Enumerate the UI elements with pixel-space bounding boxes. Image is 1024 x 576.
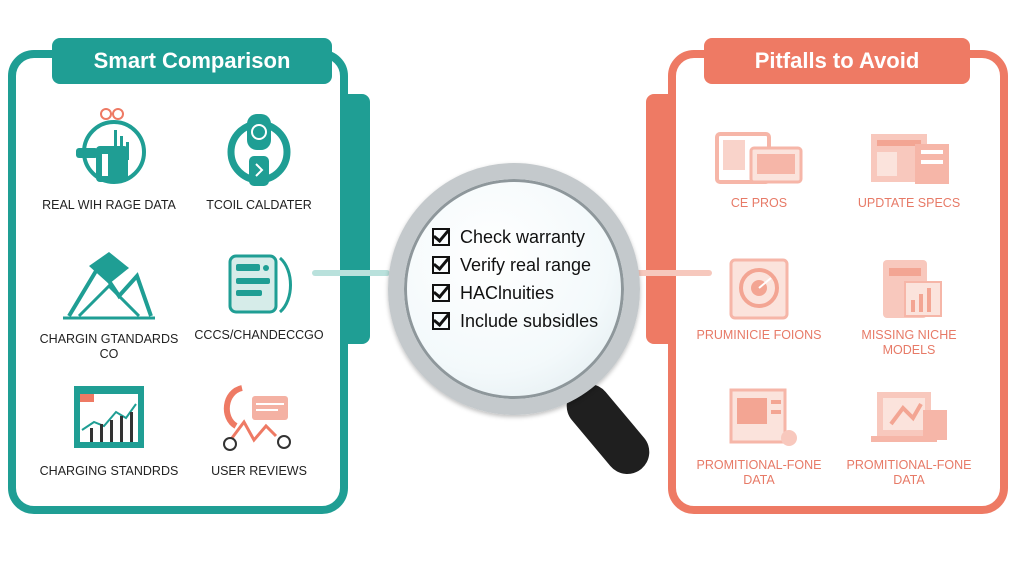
connector-dashboard-icon — [228, 254, 292, 314]
left-panel-side-tab — [348, 94, 370, 344]
magnifying-glass: Check warranty Verify real range HAClnui… — [388, 163, 650, 474]
checklist: Check warranty Verify real range HAClnui… — [432, 223, 642, 335]
trend-chart-icon — [74, 386, 144, 448]
monitor-icon — [715, 132, 803, 184]
item-label: REAL WIH RAGE DATA — [42, 198, 176, 212]
promo-document-icon — [729, 388, 797, 446]
item-label: PROMITIONAL-FONE DATA — [696, 458, 822, 487]
checkbox-checked-icon — [432, 228, 450, 246]
right-item-promotional-data-2: PROMITIONAL-FONE DATA — [834, 388, 984, 488]
left-item-real-range-data: REAL WIH RAGE DATA — [34, 106, 184, 213]
item-label: MISSING NICHE MODELS — [861, 328, 957, 357]
item-label: USER REVIEWS — [211, 464, 307, 478]
charging-data-icon — [76, 108, 146, 184]
checkbox-checked-icon — [432, 256, 450, 274]
item-label: PROMITIONAL-FONE DATA — [846, 458, 972, 487]
user-reviews-icon — [223, 385, 291, 451]
checklist-item: Include subsidles — [432, 307, 642, 335]
left-item-user-reviews: USER REVIEWS — [184, 378, 334, 479]
item-label: CHARGING STANDRDS — [39, 464, 179, 478]
smart-comparison-panel: Smart Comparison REAL WIH RAGE DATA TCOI… — [8, 38, 370, 514]
charging-network-icon — [63, 252, 155, 320]
checklist-text: Check warranty — [460, 226, 586, 247]
left-item-charging-standards-co: CHARGIN GTANDARDS CO — [34, 246, 184, 362]
right-item-ce-pros: CE PROS — [684, 130, 834, 211]
item-label: TCOIL CALDATER — [206, 198, 312, 212]
right-panel-side-tab — [646, 94, 668, 344]
checkbox-checked-icon — [432, 312, 450, 330]
checklist-text: Include subsidles — [460, 310, 599, 331]
promo-screen-icon — [871, 392, 947, 442]
left-connector — [312, 270, 390, 276]
item-label: CHARGIN GTANDARDS CO — [39, 332, 179, 361]
spec-sheet-icon — [871, 134, 949, 184]
right-connector — [632, 270, 712, 276]
pitfalls-title: Pitfalls to Avoid — [704, 38, 970, 84]
checkbox-checked-icon — [432, 284, 450, 302]
chart-tablet-icon — [883, 260, 942, 318]
left-item-ccs-chademo: CCCS/CHANDECCGO — [184, 250, 334, 343]
clock-device-icon — [729, 258, 789, 320]
item-label: CE PROS — [730, 196, 788, 210]
checklist-text: HAClnuities — [460, 282, 555, 303]
cost-calculator-icon — [227, 114, 291, 186]
right-item-update-specs: UPDTATE SPECS — [834, 130, 984, 211]
item-label: UPDTATE SPECS — [857, 196, 961, 210]
checklist-text: Verify real range — [460, 254, 592, 275]
item-label: CCCS/CHANDECCGO — [194, 328, 324, 342]
left-item-cost-calculator: TCOIL CALDATER — [184, 106, 334, 213]
checklist-item: HAClnuities — [432, 279, 642, 307]
smart-comparison-title: Smart Comparison — [52, 38, 332, 84]
checklist-item: Check warranty — [432, 223, 642, 251]
item-label: PRUMINICIE FOIONS — [696, 328, 822, 342]
right-item-missing-niche-models: MISSING NICHE MODELS — [834, 258, 984, 358]
checklist-item: Verify real range — [432, 251, 642, 279]
right-item-promotional-data-1: PROMITIONAL-FONE DATA — [684, 388, 834, 488]
right-item-prominent-foions: PRUMINICIE FOIONS — [684, 258, 834, 343]
left-item-charging-standards: CHARGING STANDRDS — [34, 378, 184, 479]
pitfalls-panel: Pitfalls to Avoid CE PROS UPDTATE SPECS — [646, 38, 1008, 514]
